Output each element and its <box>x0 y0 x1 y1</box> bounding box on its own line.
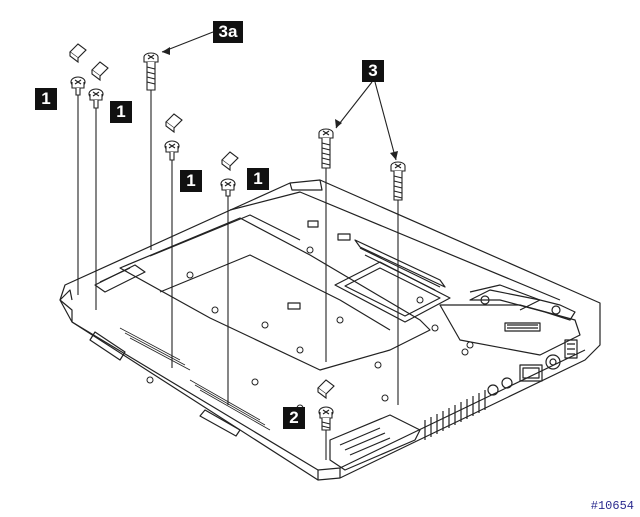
rubber-cap-icon <box>91 61 109 82</box>
front-latch <box>199 409 241 437</box>
screw-icon <box>318 406 334 431</box>
figure-number: #10654 <box>590 499 634 513</box>
side-vent <box>424 390 486 440</box>
callout-1-left-second: 1 <box>110 101 132 123</box>
battery-bay <box>329 414 421 471</box>
rubber-cap-icon <box>221 151 239 172</box>
arrow-heads <box>162 47 398 160</box>
screw-icon <box>390 161 406 201</box>
callout-1-center: 1 <box>180 170 202 192</box>
rubber-cap-icon <box>317 379 335 400</box>
screw-icon <box>220 178 236 197</box>
screw-icon <box>164 140 180 161</box>
large-cover-panel <box>119 217 431 371</box>
left-vent <box>119 327 271 431</box>
left-latch <box>94 264 146 293</box>
small-cover-panel <box>334 261 451 323</box>
rear-ridge <box>289 179 323 191</box>
usb-port <box>564 339 578 359</box>
laptop-base-outline <box>59 179 601 481</box>
screw-holes <box>146 246 474 412</box>
upper-vent <box>354 239 446 288</box>
callout-2: 2 <box>283 407 305 429</box>
callout-1-left-top: 1 <box>35 88 57 110</box>
screws <box>70 52 406 431</box>
svideo-port <box>545 354 561 370</box>
rubber-caps <box>69 43 335 400</box>
audio-jack <box>501 377 513 389</box>
rubber-cap-icon <box>69 43 87 64</box>
screw-icon <box>143 52 159 91</box>
rubber-cap-icon <box>165 113 183 134</box>
ethernet-port <box>519 364 543 382</box>
leader-lines <box>77 31 399 460</box>
laptop-front-edge <box>71 321 586 471</box>
screw-icon <box>70 76 86 96</box>
callout-1-right: 1 <box>247 168 269 190</box>
callout-3a: 3a <box>213 21 243 43</box>
callout-3: 3 <box>362 60 384 82</box>
screw-icon <box>318 128 334 169</box>
screw-icon <box>88 88 104 109</box>
docking-connector <box>504 322 541 332</box>
